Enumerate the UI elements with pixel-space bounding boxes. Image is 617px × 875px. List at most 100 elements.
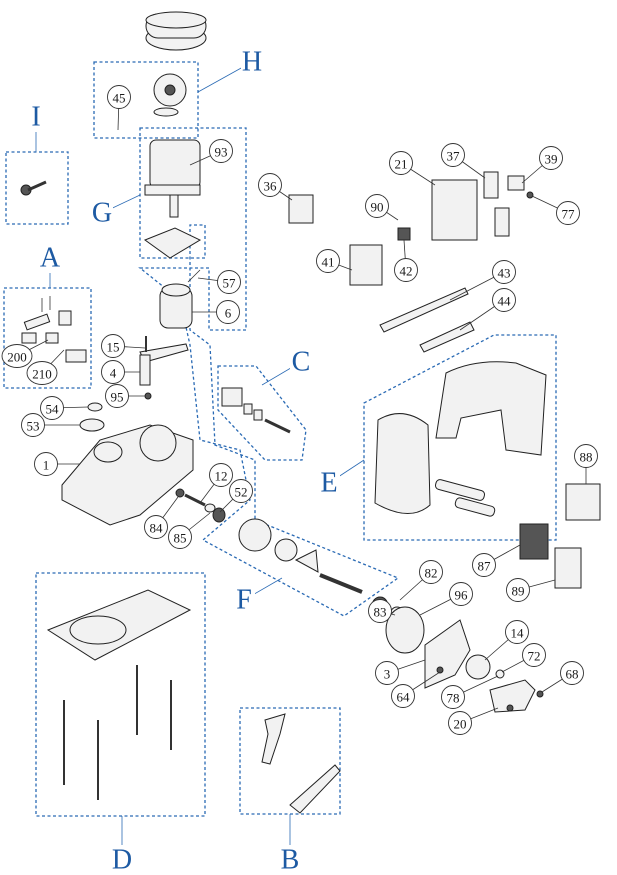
group-box-d	[35, 572, 206, 817]
callout-44: 44	[459, 288, 516, 331]
part-number: 20	[454, 717, 467, 732]
part-number: 53	[27, 419, 40, 434]
ring-53	[79, 418, 105, 432]
callout-3: 3	[375, 659, 426, 685]
part-number: 83	[374, 605, 387, 620]
part-number: 93	[215, 145, 228, 160]
parts-c	[221, 387, 291, 434]
callout-bubble	[419, 560, 443, 584]
callout-bubble	[216, 300, 240, 324]
part-number: 85	[174, 531, 187, 546]
callout-37: 37	[441, 143, 486, 179]
part-number: 54	[46, 402, 60, 417]
part-number: 96	[455, 588, 469, 603]
part-number: 39	[545, 152, 558, 167]
callout-bubble	[448, 711, 472, 735]
callout-bubble	[522, 643, 546, 667]
callout-bubble	[560, 661, 584, 685]
callout-82: 82	[399, 560, 443, 601]
group-label-a: A	[39, 243, 61, 288]
part-number: 14	[511, 626, 525, 641]
part-number: 68	[566, 667, 579, 682]
callout-bubble	[556, 201, 580, 225]
callout-bubble	[316, 249, 340, 273]
group-label-b: B	[279, 814, 301, 875]
callout-bubble	[506, 578, 530, 602]
callout-14: 14	[484, 620, 529, 661]
parts-82-20	[385, 606, 544, 713]
callout-6: 6	[192, 300, 240, 324]
ring-54	[87, 402, 103, 412]
callout-39: 39	[521, 146, 563, 184]
part-number: 15	[107, 340, 120, 355]
motor	[144, 139, 201, 218]
group-box-c	[217, 365, 307, 461]
part-number: 78	[447, 691, 460, 706]
part-number: 82	[425, 566, 438, 581]
group-letter: G	[92, 198, 112, 229]
part-number: 72	[528, 649, 541, 664]
callout-57: 57	[197, 270, 241, 294]
part-number: 89	[512, 584, 525, 599]
callout-42: 42	[394, 239, 418, 282]
callout-93: 93	[189, 139, 233, 166]
part-number: 52	[235, 485, 248, 500]
parts	[20, 11, 601, 814]
callout-210: 210	[26, 349, 65, 385]
callout-bubble	[574, 444, 598, 468]
group-box-e	[363, 334, 557, 541]
part-number: 6	[225, 306, 232, 321]
callout-64: 64	[391, 671, 441, 708]
callout-bubble	[539, 146, 563, 170]
callout-4: 4	[101, 360, 140, 384]
group-box-h	[93, 61, 199, 139]
part-number: 64	[397, 690, 411, 705]
group-label-i: I	[25, 102, 47, 152]
part-number: 200	[7, 350, 27, 365]
callout-bubble	[394, 258, 418, 282]
brackets-b	[261, 713, 341, 814]
callout-1: 1	[34, 452, 80, 476]
group-box-b	[239, 707, 341, 815]
release-lever	[139, 336, 189, 400]
part-number: 36	[264, 179, 278, 194]
callout-bubble	[472, 553, 496, 577]
part-number: 1	[43, 458, 50, 473]
part-number: 41	[322, 255, 335, 270]
callout-bubble	[368, 599, 392, 623]
callout-200: 200	[1, 339, 49, 368]
callout-68: 68	[541, 661, 584, 693]
part-number: 42	[400, 264, 413, 279]
part-number: 4	[110, 366, 117, 381]
callout-87: 87	[472, 544, 521, 577]
foundation-plate-and-bolts	[46, 589, 192, 800]
callout-bubble	[209, 139, 233, 163]
part-number: 84	[150, 521, 164, 536]
callout-90: 90	[365, 194, 399, 221]
callout-bubble	[441, 143, 465, 167]
callout-78: 78	[441, 675, 499, 709]
callout-41: 41	[316, 249, 353, 273]
callout-12: 12	[199, 463, 233, 504]
callout-bubble	[101, 334, 125, 358]
group-label-e: E	[318, 459, 365, 499]
parts-a	[21, 296, 87, 363]
group-letter: F	[236, 585, 252, 616]
callout-53: 53	[21, 413, 80, 437]
part-number: 21	[395, 157, 408, 172]
group-label-h: H	[197, 47, 263, 93]
key-i	[20, 180, 47, 196]
part-number: 44	[498, 294, 512, 309]
callout-52: 52	[219, 479, 253, 513]
callout-bubble	[391, 684, 415, 708]
group-boxes	[3, 61, 557, 817]
callout-bubble	[101, 360, 125, 384]
part-number: 210	[32, 367, 52, 382]
callout-bubble	[492, 288, 516, 312]
group-letter: E	[320, 468, 337, 499]
callout-89: 89	[506, 578, 556, 602]
callout-43: 43	[449, 260, 516, 301]
